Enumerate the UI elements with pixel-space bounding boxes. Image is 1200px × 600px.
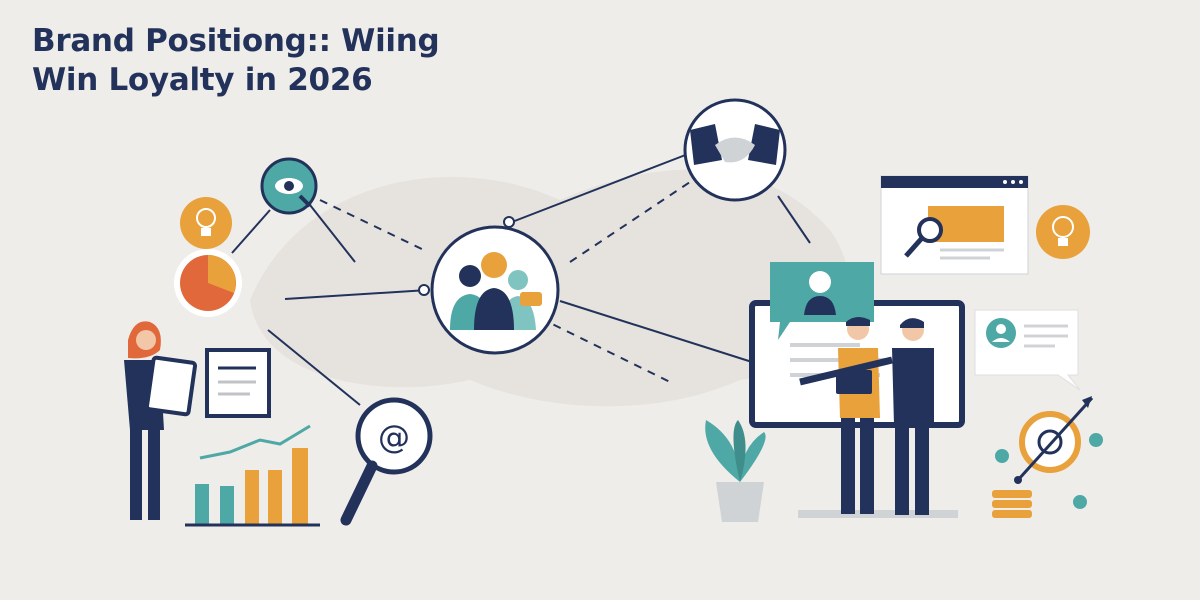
eye-magnifier-icon (260, 157, 318, 215)
coin-stack-icon (992, 490, 1032, 518)
at-sign-magnifier-icon: @ (340, 397, 433, 526)
target-icon (995, 396, 1103, 509)
user-profile-icon (974, 309, 1081, 391)
man-with-tablet (836, 316, 880, 514)
lightbulb-icon (1036, 205, 1090, 259)
connector-node (503, 216, 515, 228)
pie-chart-icon (174, 249, 242, 317)
people-group-icon (430, 225, 560, 355)
connector-node (418, 284, 430, 296)
plant-icon (705, 420, 766, 522)
lightbulb-icon (180, 197, 232, 249)
svg-text:@: @ (378, 418, 410, 456)
man-pointing (799, 318, 934, 515)
bar-chart-icon (185, 424, 320, 527)
search-panel-icon (880, 175, 1029, 275)
title-line-2: Win Loyalty in 2026 (32, 62, 373, 98)
connector-lines (231, 153, 811, 406)
handshake-icon (683, 98, 787, 202)
page-title: Brand Positiong:: Wiing Win Loyalty in 2… (32, 22, 440, 100)
document-icon (205, 348, 271, 418)
title-line-1: Brand Positiong:: Wiing (32, 23, 440, 59)
woman-with-tablet (124, 321, 198, 520)
